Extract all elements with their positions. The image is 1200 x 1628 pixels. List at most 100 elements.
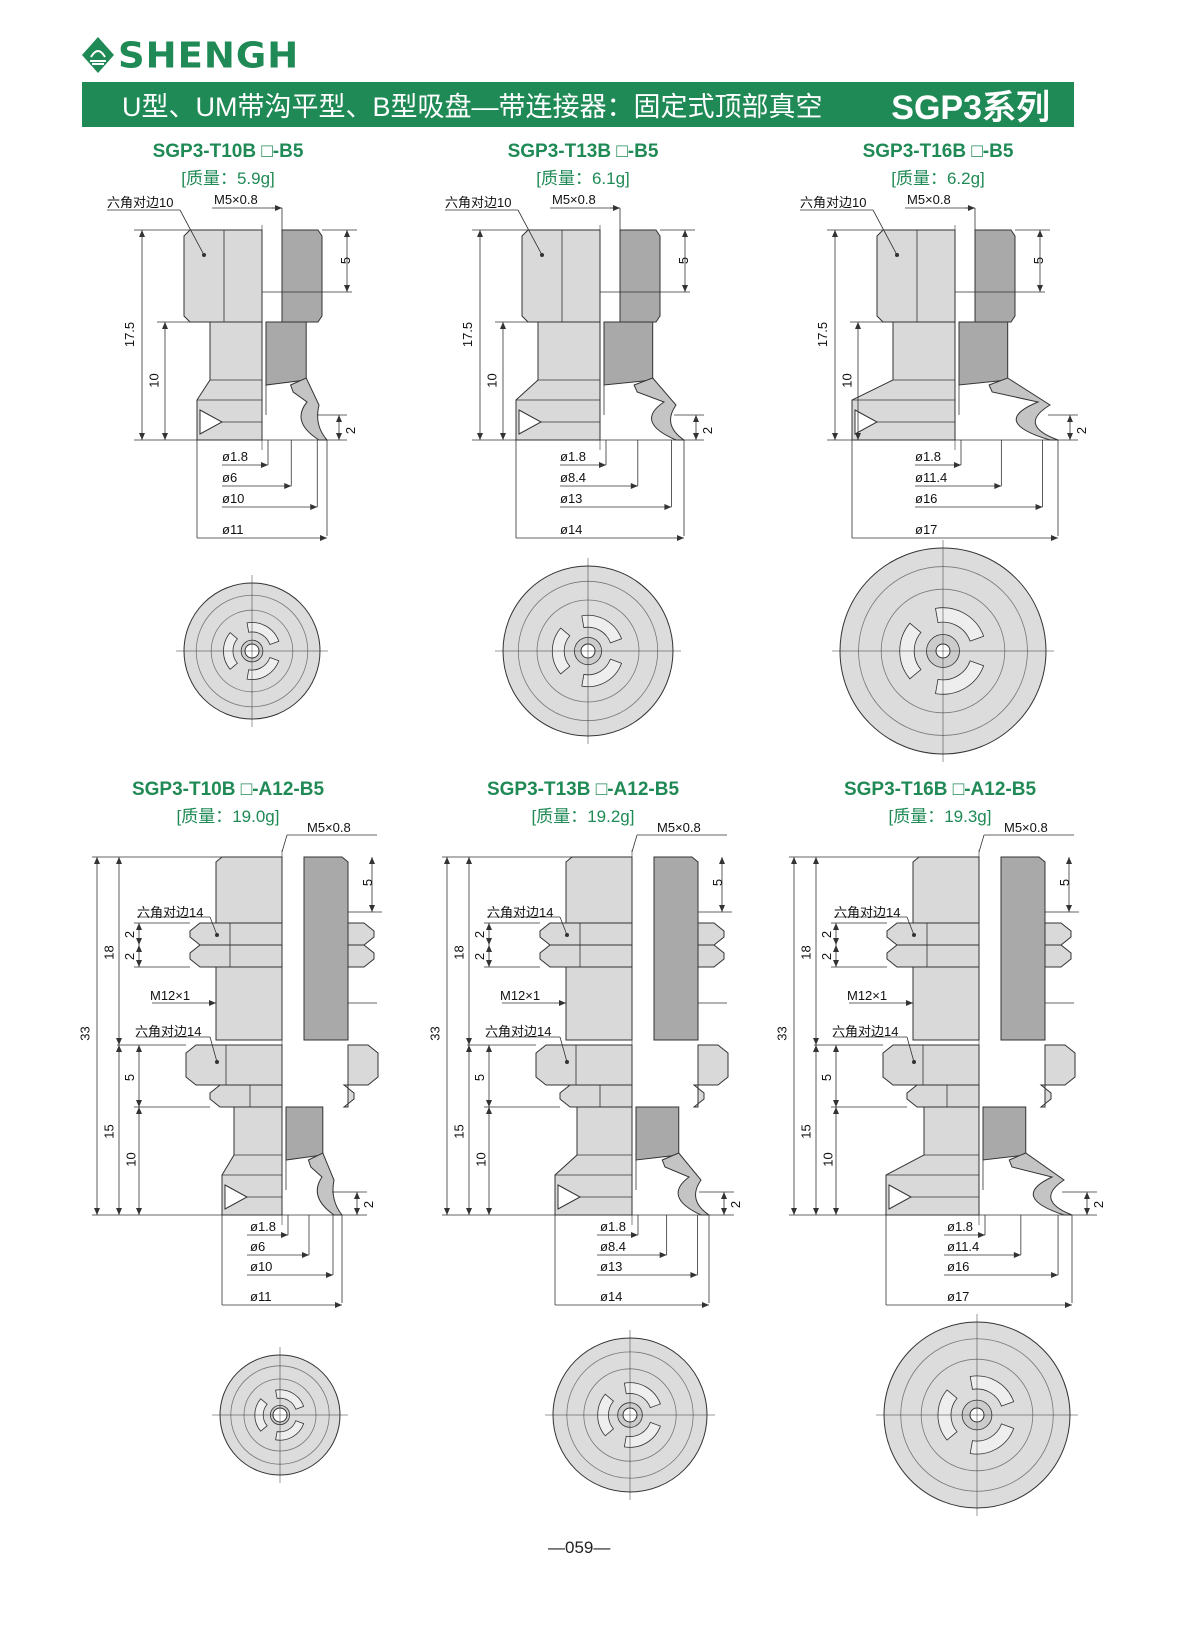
arrow-head xyxy=(682,230,688,237)
diameter-label: ø11.4 xyxy=(915,470,948,485)
nut-thickness-label: 2 xyxy=(819,952,835,961)
vacuum-slot xyxy=(969,1423,1015,1455)
cup-lip-section xyxy=(988,377,1059,441)
lip-height-label: 2 xyxy=(700,426,716,435)
model-title: SGP3-T10B □-B5 xyxy=(152,141,304,162)
arrow-head xyxy=(486,945,492,952)
arrow-head xyxy=(791,857,797,864)
arrow-head xyxy=(690,1272,698,1278)
vacuum-slot xyxy=(246,622,280,646)
cup-height-label: 10 xyxy=(146,373,162,388)
arrow-head xyxy=(486,1100,492,1107)
thread-depth-label: 5 xyxy=(1057,878,1073,887)
arrow-head xyxy=(1035,504,1043,510)
arrow-head xyxy=(136,923,142,930)
hex-nut-large-right xyxy=(347,1044,379,1086)
nut-thickness-label: 2 xyxy=(122,952,138,961)
thread-label: M5×0.8 xyxy=(657,820,701,835)
arrow-head xyxy=(486,1045,492,1052)
hex-nut-small-right xyxy=(692,1084,705,1108)
leader-line xyxy=(906,1036,915,1063)
arrow-head xyxy=(1084,1208,1090,1215)
lock-nut-upper-right xyxy=(697,922,725,946)
arrow-head xyxy=(116,857,122,864)
cup-groove xyxy=(224,1184,249,1210)
arrow-head xyxy=(1067,415,1073,422)
arrow-head xyxy=(354,1192,360,1199)
cup-height-label: 10 xyxy=(484,373,500,388)
hex-nut-large-right xyxy=(697,1044,729,1086)
hex-nut-large xyxy=(185,1044,283,1086)
diameter-label: ø13 xyxy=(560,491,583,506)
nut-thickness-label: 2 xyxy=(472,930,488,939)
lower-height-label: 15 xyxy=(101,1124,117,1139)
arrow-head xyxy=(599,462,606,468)
diameter-label: ø8.4 xyxy=(560,470,587,485)
lock-nut-lower-right xyxy=(1044,944,1072,968)
series-name: SGP3系列 xyxy=(891,89,1050,127)
arrow-head xyxy=(1037,285,1043,292)
threaded-body-section xyxy=(303,856,349,1041)
vacuum-slot xyxy=(623,1382,661,1409)
thread-label: M5×0.8 xyxy=(552,192,596,207)
arrow-head xyxy=(833,960,839,967)
arrow-head xyxy=(832,433,838,440)
arrow-head xyxy=(968,205,975,211)
brand-logo: SHENGH xyxy=(82,34,300,76)
thread-depth-label: 5 xyxy=(1031,256,1047,265)
nut-thickness-label: 2 xyxy=(122,930,138,939)
lock-nut-upper xyxy=(539,922,633,946)
lock-nut-lower xyxy=(189,944,283,968)
arrow-head xyxy=(336,415,342,422)
arrow-head xyxy=(833,938,839,945)
diameter-label: ø8.4 xyxy=(600,1239,627,1254)
lock-nut-lower-right xyxy=(697,944,725,968)
vacuum-slot xyxy=(275,1389,305,1410)
arrow-head xyxy=(444,857,450,864)
arrow-head xyxy=(719,905,725,912)
cup-lip-section xyxy=(307,1152,344,1216)
arrow-head xyxy=(94,857,100,864)
cup-lip-section xyxy=(661,1152,711,1216)
cup-groove xyxy=(518,409,543,435)
thread-depth-label: 5 xyxy=(676,256,692,265)
thread-depth-label: 5 xyxy=(338,256,354,265)
nut-thickness-label: 2 xyxy=(819,930,835,939)
arrow-head xyxy=(310,504,318,510)
arrow-head xyxy=(116,1038,122,1045)
lip-height-label: 2 xyxy=(1074,426,1090,435)
arrow-head xyxy=(813,1038,819,1045)
arrow-head xyxy=(116,1045,122,1052)
leader-line xyxy=(517,209,543,256)
diameter-label: ø1.8 xyxy=(915,449,942,464)
hex-body-left xyxy=(183,229,263,323)
diameter-label: ø11 xyxy=(250,1289,272,1304)
leader-line xyxy=(978,834,985,853)
arrow-head xyxy=(630,483,638,489)
page-number: —059— xyxy=(548,1538,611,1557)
arrow-head xyxy=(833,923,839,930)
arrow-head xyxy=(466,1045,472,1052)
leader-line xyxy=(872,209,898,256)
leader-line xyxy=(631,834,638,853)
thread-length-label: 18 xyxy=(451,945,467,960)
arrow-head xyxy=(719,857,725,864)
arrow-head xyxy=(336,433,342,440)
m12-thread-label: M12×1 xyxy=(500,988,541,1003)
arrow-head xyxy=(1051,1272,1059,1278)
thread-label: M5×0.8 xyxy=(307,820,351,835)
arrow-head xyxy=(631,1232,638,1238)
lower-height-label: 15 xyxy=(451,1124,467,1139)
arrow-head xyxy=(1013,1252,1021,1258)
diameter-label: ø11.4 xyxy=(947,1239,980,1254)
arrow-head xyxy=(994,483,1002,489)
thread-label: M5×0.8 xyxy=(907,192,951,207)
arrow-head xyxy=(281,1232,288,1238)
brand-name: SHENGH xyxy=(118,34,300,76)
cup-height-label: 10 xyxy=(839,373,855,388)
arrow-head xyxy=(833,945,839,952)
diameter-label: ø6 xyxy=(250,1239,266,1254)
arrow-head xyxy=(721,1208,727,1215)
arrow-head xyxy=(466,1038,472,1045)
hex-size-label: 六角对边14 xyxy=(832,1024,899,1039)
